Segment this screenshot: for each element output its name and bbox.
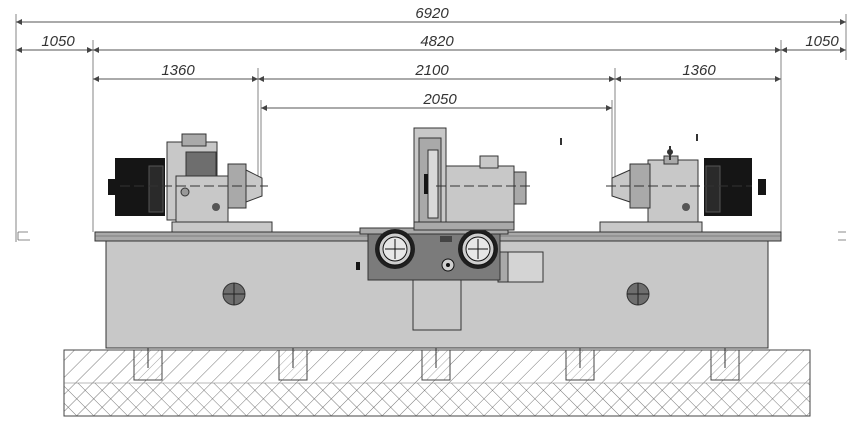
dim-between-centers: 2050 — [422, 91, 457, 108]
tailstock — [560, 134, 766, 233]
dim-bed-length: 4820 — [420, 33, 454, 50]
dimension-lines — [16, 19, 846, 111]
dim-right-overhang: 1050 — [805, 33, 839, 50]
bed-cover-right — [626, 282, 650, 306]
foundation — [63, 349, 811, 417]
handwheel-right — [458, 229, 498, 269]
wheel-carriage — [359, 227, 509, 281]
bed-cover-left — [222, 282, 246, 306]
dim-left-overhang: 1050 — [41, 33, 75, 50]
dim-center-span: 2100 — [414, 62, 449, 79]
dimension-labels: 6920 1050 4820 1050 1360 2100 1360 2050 — [41, 5, 839, 108]
dim-overall: 6920 — [415, 5, 449, 22]
extension-lines — [15, 14, 847, 242]
headstock — [108, 133, 273, 233]
grinding-head — [413, 127, 530, 231]
dim-right-head: 1360 — [682, 62, 716, 79]
handwheel-left — [375, 229, 415, 269]
dim-left-head: 1360 — [161, 62, 195, 79]
